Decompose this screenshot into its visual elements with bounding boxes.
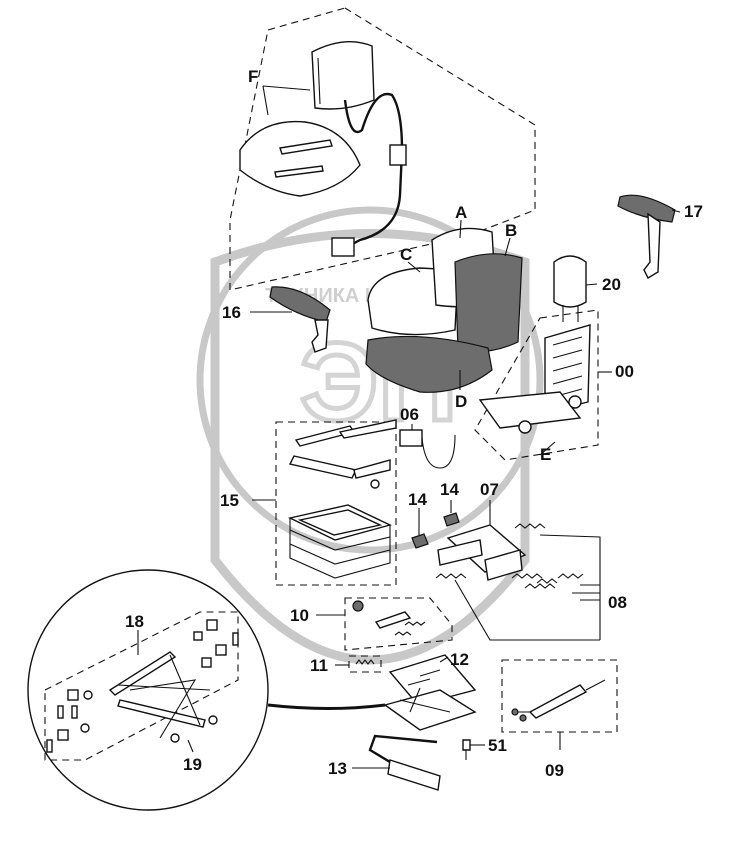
scissor-base-12 <box>383 654 477 731</box>
parts-10 <box>352 600 426 636</box>
callout-10: 10 <box>290 606 309 625</box>
spring-11 <box>355 659 375 665</box>
callout-a: A <box>455 203 467 222</box>
cable-06 <box>399 429 456 469</box>
callout-19: 19 <box>183 755 202 774</box>
callout-51: 51 <box>488 736 507 755</box>
part-f-plug <box>331 237 355 257</box>
callout-09: 09 <box>545 761 564 780</box>
group-11-boundary <box>348 655 382 673</box>
detail-circle <box>27 569 269 811</box>
armrest-16 <box>269 286 331 353</box>
callout-15: 15 <box>220 491 239 510</box>
callout-08: 08 <box>608 593 627 612</box>
callout-13: 13 <box>328 759 347 778</box>
callout-12: 12 <box>450 650 469 669</box>
callout-e: E <box>540 445 551 464</box>
group-15-boundary <box>275 421 397 586</box>
scissor-19 <box>108 651 218 743</box>
bolt-51 <box>462 739 471 760</box>
cap-14-right <box>443 512 460 527</box>
mechanism-07 <box>437 524 527 581</box>
bellows-15 <box>287 504 393 579</box>
callout-17: 17 <box>684 202 703 221</box>
callout-18: 18 <box>125 612 144 631</box>
callout-f: F <box>248 67 258 86</box>
group-f-boundary <box>229 7 536 291</box>
callout-11: 11 <box>310 656 328 675</box>
callout-b: B <box>505 221 517 240</box>
callout-06: 06 <box>400 405 419 424</box>
seat-backrest-cover-b <box>454 253 523 353</box>
callout-14-left: 14 <box>408 490 427 509</box>
callout-14-right: 14 <box>440 480 459 499</box>
armrest-17 <box>617 194 676 279</box>
part-f-cable <box>343 92 404 250</box>
springs-08 <box>435 523 601 641</box>
leader-lines <box>137 85 681 769</box>
detail-pointer <box>267 703 386 710</box>
callout-16: 16 <box>222 303 241 322</box>
bushings-18 <box>46 619 239 753</box>
part-f-connector <box>389 144 407 166</box>
callout-20: 20 <box>602 275 621 294</box>
part-f-seat-pad <box>239 120 361 197</box>
shock-absorber-09 <box>511 679 606 722</box>
callout-07: 07 <box>480 480 499 499</box>
group-00-boundary <box>474 309 599 461</box>
slide-rails-15 <box>288 419 397 489</box>
callout-c: C <box>400 245 412 264</box>
cap-14-left <box>411 533 429 549</box>
headrest-20 <box>553 255 587 322</box>
frame-00 <box>478 324 591 434</box>
handle-13 <box>368 734 441 791</box>
callout-00: 00 <box>615 362 634 381</box>
part-f-backrest-pad <box>311 41 375 110</box>
group-18-boundary <box>44 611 239 761</box>
callout-d: D <box>455 392 467 411</box>
